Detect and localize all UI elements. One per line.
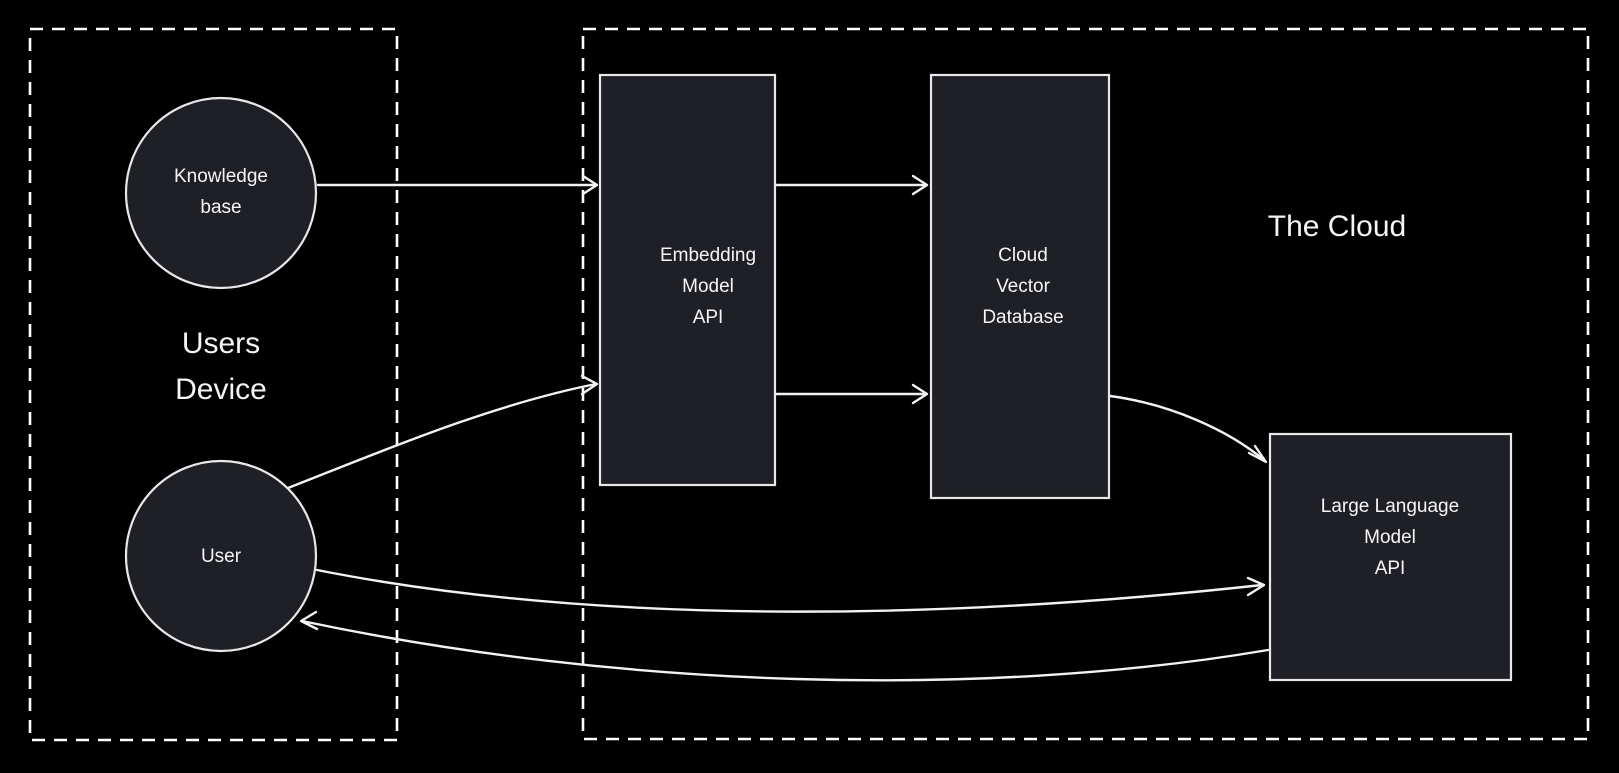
group-box-users-device [28, 27, 399, 742]
cloud-vector-database-label-line-2: Vector [996, 276, 1051, 297]
cloud-vector-database-label-line-3: Database [982, 307, 1063, 328]
edge-user-to-embedding [286, 374, 599, 490]
embedding-model-api-label-line-1: Embedding [660, 245, 756, 266]
large-language-model-api-box[interactable] [1268, 432, 1513, 682]
users-device-label-line-2: Device [175, 373, 267, 406]
node-knowledge-base[interactable]: Knowledge base [124, 96, 318, 290]
large-language-model-api-label-line-3: API [1375, 558, 1406, 579]
edge-llm-to-user [299, 610, 1270, 682]
embedding-model-api-box[interactable] [598, 73, 777, 487]
cloud-vector-database-box[interactable] [929, 73, 1111, 500]
knowledge-base-label-line-2: base [200, 197, 241, 218]
user-circle[interactable] [124, 459, 318, 653]
user-label: User [201, 546, 242, 567]
node-cloud-vector-database[interactable]: Cloud Vector Database [929, 73, 1111, 500]
edge-embedding-to-vectordb-top [774, 174, 929, 196]
users-device-label-line-1: Users [182, 327, 260, 360]
the-cloud-label: The Cloud [1268, 210, 1406, 243]
node-embedding-model-api[interactable]: Embedding Model API [598, 73, 777, 487]
large-language-model-api-label-line-1: Large Language [1321, 496, 1459, 517]
edge-user-to-llm [315, 568, 1266, 613]
node-user[interactable]: User [124, 459, 318, 653]
edge-vectordb-to-llm [1108, 394, 1268, 464]
node-large-language-model-api[interactable]: Large Language Model API [1268, 432, 1513, 682]
group-label-the-cloud: The Cloud [1268, 210, 1406, 243]
group-label-users-device: Users Device [175, 327, 267, 406]
edge-kb-to-embedding [316, 174, 599, 196]
embedding-model-api-label-line-2: Model [682, 276, 734, 297]
large-language-model-api-label-line-2: Model [1364, 527, 1416, 548]
knowledge-base-label-line-1: Knowledge [174, 166, 268, 187]
edge-embedding-to-vectordb-bottom [774, 383, 929, 405]
embedding-model-api-label-line-3: API [693, 307, 724, 328]
knowledge-base-circle[interactable] [124, 96, 318, 290]
cloud-vector-database-label-line-1: Cloud [998, 245, 1048, 266]
